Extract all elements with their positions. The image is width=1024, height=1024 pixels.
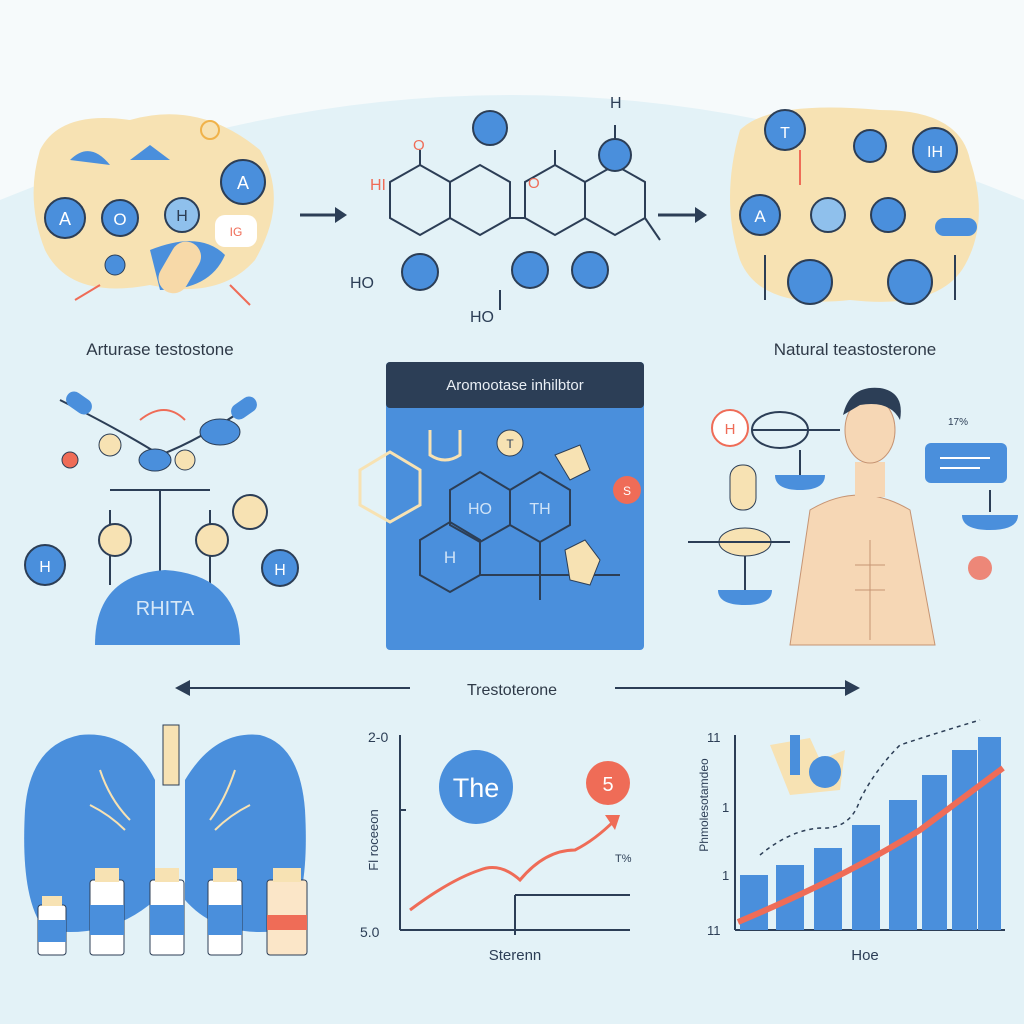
bubble-a2 [220, 159, 266, 205]
rhita-label: RHITA [136, 598, 195, 620]
label-o1: O [413, 137, 425, 154]
bubble-t-label: T [780, 125, 790, 142]
bubble-o-label: O [113, 210, 126, 229]
label-ho2: HO [470, 309, 494, 326]
top-right-caption: Natural teastosterone [774, 340, 937, 359]
chart1-ylabel: Fl roceeon [366, 809, 381, 870]
chart1-ytop: 2-0 [368, 729, 388, 745]
top-right-panel [730, 107, 979, 305]
bubble-h-left-label: H [39, 559, 51, 576]
chart2-ylow: 1 [722, 868, 729, 883]
bubble-a3-label: A [754, 207, 766, 226]
vial-4 [207, 868, 243, 956]
top-left-panel: A O H A IG [33, 114, 274, 306]
arrow-right-2 [658, 207, 707, 223]
horizontal-axis-arrow [175, 680, 860, 696]
center-box-title: Aromootase inhilbtor [446, 377, 584, 394]
right-chart [734, 719, 1005, 931]
man-h-label: H [725, 421, 736, 438]
vial-1 [37, 896, 67, 956]
box-ho-label: HO [468, 501, 492, 518]
bottom-left-panel [24, 724, 308, 956]
vial-2 [89, 868, 125, 956]
middle-left-panel [24, 391, 299, 645]
chart1-ybottom: 5.0 [360, 924, 380, 940]
center-box [358, 362, 644, 650]
chart1-xlabel: Sterenn [489, 947, 542, 964]
ray-right [229, 284, 251, 306]
bubble-a [44, 197, 86, 239]
chart2-ylabel: Phmolesotamdeo [697, 758, 711, 852]
pct-label: 17% [948, 417, 968, 428]
box-t-label: T [506, 437, 514, 451]
bubble-h [164, 197, 200, 233]
sun-icon [200, 120, 220, 140]
chart2-ytop: 11 [707, 730, 721, 745]
ray-left [74, 284, 101, 301]
vial-5 [266, 868, 308, 956]
mountain-icon [130, 145, 170, 160]
molecule-atoms [401, 110, 632, 291]
bubble-a2-label: A [237, 173, 249, 193]
bubble-h-label: H [176, 208, 188, 225]
box-h-label: H [444, 548, 456, 567]
ig-tag [215, 215, 257, 247]
label-o2: O [528, 175, 540, 192]
box-th-label: TH [529, 501, 550, 518]
middle-chart [399, 735, 630, 935]
vial-3 [149, 868, 185, 956]
label-hi: HI [370, 177, 386, 194]
arrow-right-1 [300, 207, 347, 223]
middle-right-panel [688, 387, 1018, 646]
top-left-caption: Arturase testostone [86, 340, 233, 359]
bubble-h-right-label: H [274, 562, 286, 579]
chart1-bubble-text: The [453, 773, 500, 803]
chart1-badge: 5 [602, 774, 613, 796]
box-s-label: S [623, 484, 631, 498]
middle-axis-label: Trestoterone [467, 682, 557, 699]
label-ho1: HO [350, 275, 374, 292]
ig-tag-label: IG [230, 225, 243, 239]
capsule-icon [158, 241, 201, 294]
bubble-a-label: A [59, 209, 71, 229]
chart1-annot: T% [615, 853, 632, 865]
label-h-top: H [610, 95, 622, 112]
chart2-ymid: 1 [722, 800, 729, 815]
leaf-icon [70, 151, 110, 165]
small-bubble [104, 254, 126, 276]
bubble-ih-label: IH [927, 144, 943, 161]
chart2-ybottom: 11 [707, 923, 721, 938]
bubble-o [101, 199, 139, 237]
chart2-xlabel: Hoe [851, 947, 879, 964]
